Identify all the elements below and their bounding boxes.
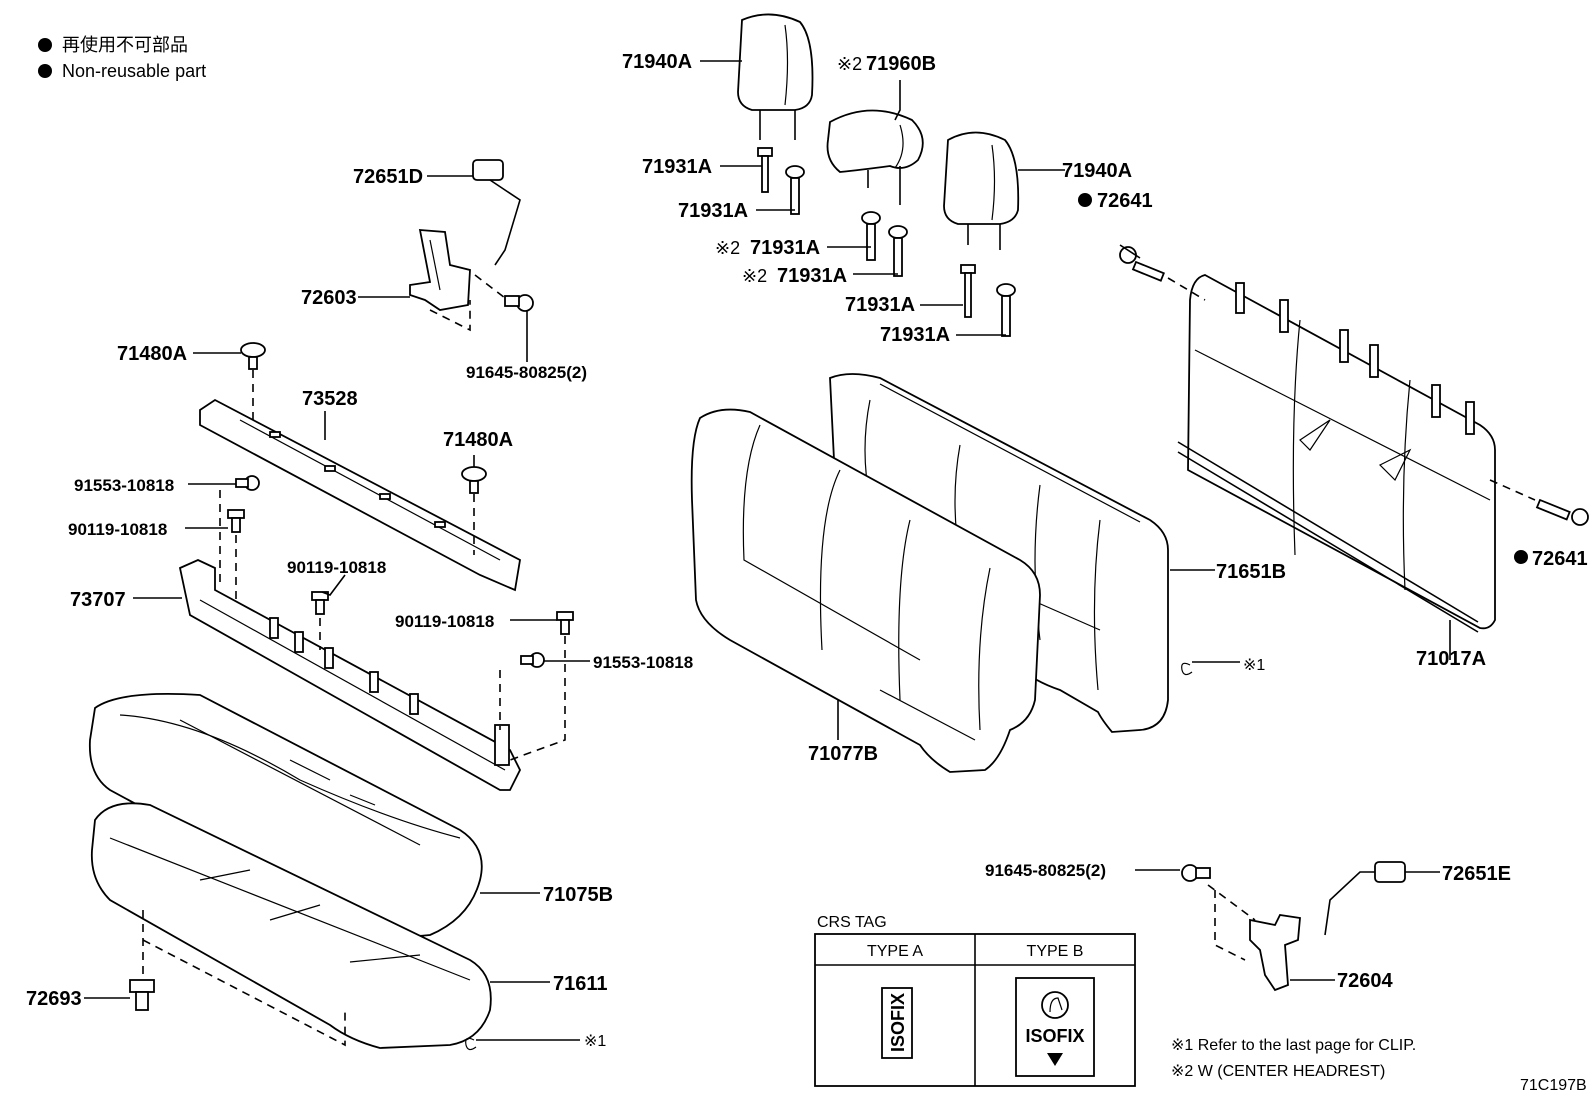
label-71611: 71611 [553, 973, 608, 995]
label-72641-top: 72641 [1097, 190, 1153, 212]
bolt-72641-top [1119, 246, 1165, 282]
clip-71480A-2 [461, 466, 487, 494]
bolt-91645-top [504, 294, 534, 312]
cushion-pad-71611 [90, 802, 492, 1049]
crs-type-a-header: TYPE A [867, 943, 923, 960]
bracket-72603 [409, 229, 471, 311]
non-reusable-dot-icon [1514, 550, 1528, 564]
label-71931A-2: 71931A [678, 200, 748, 222]
crs-tag-table: CRS TAG TYPE A TYPE B ISOFIX ISOFIX [814, 914, 1136, 1087]
non-reusable-dot-icon [38, 38, 52, 52]
clip-72693 [129, 979, 155, 1011]
headrest-guides [757, 147, 1016, 337]
label-72603: 72603 [301, 287, 357, 309]
bolt-91645-bottom [1181, 864, 1211, 882]
label-71931A-3-mark: ※2 [715, 238, 740, 258]
label-72604: 72604 [1337, 970, 1393, 992]
clip-71480A-1 [240, 342, 266, 370]
seatback-frame [1177, 274, 1496, 633]
label-71931A-4: 71931A [777, 265, 847, 287]
frame-guides [1235, 282, 1475, 435]
label-90119-3: 90119-10818 [395, 612, 494, 631]
seatback-front-cover [690, 408, 1041, 773]
label-90119-1: 90119-10818 [68, 520, 167, 539]
label-73528: 73528 [302, 388, 358, 410]
figure-id: 71C197B [1520, 1077, 1587, 1094]
label-90119-2: 90119-10818 [287, 558, 386, 577]
bolt-91553-1 [235, 475, 260, 491]
headrest-left [737, 13, 814, 140]
bolt-91553-2 [520, 652, 545, 668]
label-91645-top: 91645-80825(2) [466, 363, 587, 382]
label-71931A-1: 71931A [642, 156, 712, 178]
label-71931A-6: 71931A [880, 324, 950, 346]
label-71940A-left: 71940A [622, 51, 692, 73]
bolt-90119-2 [311, 591, 329, 615]
label-73707: 73707 [70, 589, 126, 611]
legend-english: Non-reusable part [62, 61, 206, 81]
crs-type-b-header: TYPE B [1027, 943, 1084, 960]
label-71940A-right: 71940A [1062, 160, 1132, 182]
crs-tag-title: CRS TAG [817, 914, 887, 931]
label-91553-1: 91553-10818 [74, 476, 174, 495]
bracket-72604 [1249, 914, 1301, 992]
label-71931A-4-mark: ※2 [742, 266, 767, 286]
label-71960B: 71960B [866, 53, 936, 75]
footnote-1: ※1 Refer to the last page for CLIP. [1171, 1037, 1416, 1054]
frame-73707 [178, 559, 522, 791]
bolt-72641-right [1535, 498, 1589, 526]
label-72651D: 72651D [353, 166, 423, 188]
arrow-down-icon [1047, 1053, 1063, 1066]
bracket-72651D [472, 159, 521, 266]
bracket-72651E [1324, 861, 1406, 936]
label-71480A-1: 71480A [117, 343, 187, 365]
headrest-center [826, 109, 924, 205]
headrest-right [943, 131, 1020, 250]
legend: 再使用不可部品 Non-reusable part [38, 35, 206, 81]
label-71651B-ref: ※1 [1243, 657, 1265, 674]
label-71480A-2: 71480A [443, 429, 513, 451]
bolt-90119-3 [556, 611, 574, 635]
isofix-tag-a-text: ISOFIX [888, 993, 908, 1052]
label-71075B: 71075B [543, 884, 613, 906]
label-72651E: 72651E [1442, 863, 1511, 885]
label-71931A-3: 71931A [750, 237, 820, 259]
label-72693: 72693 [26, 988, 82, 1010]
isofix-tag-type-a: ISOFIX [881, 987, 913, 1059]
label-91645-bottom: 91645-80825(2) [985, 861, 1106, 880]
non-reusable-dot-icon [38, 64, 52, 78]
label-71931A-5: 71931A [845, 294, 915, 316]
label-71651B: 71651B [1216, 561, 1286, 583]
bolt-90119-1 [227, 509, 245, 533]
panel-73528 [199, 398, 521, 592]
label-91553-2: 91553-10818 [593, 653, 693, 672]
leader-lines [84, 60, 1451, 1041]
label-71077B: 71077B [808, 743, 878, 765]
cushion-cover-71075B [88, 693, 483, 937]
label-71960B-mark: ※2 [837, 54, 862, 74]
legend-japanese: 再使用不可部品 [62, 35, 188, 55]
label-71611-ref: ※1 [584, 1033, 606, 1050]
label-71017A: 71017A [1416, 648, 1486, 670]
footnote-2: ※2 W (CENTER HEADREST) [1171, 1063, 1385, 1080]
part-labels: 71940A ※2 71960B 71931A 71931A ※2 71931A… [26, 51, 1588, 1050]
non-reusable-dot-icon [1078, 193, 1092, 207]
footnotes: ※1 Refer to the last page for CLIP. ※2 W… [1171, 1037, 1587, 1094]
label-72641-right: 72641 [1532, 548, 1588, 570]
isofix-tag-b-text: ISOFIX [1025, 1026, 1084, 1046]
isofix-tag-type-b: ISOFIX [1015, 977, 1095, 1077]
child-seat-icon [1041, 991, 1069, 1019]
